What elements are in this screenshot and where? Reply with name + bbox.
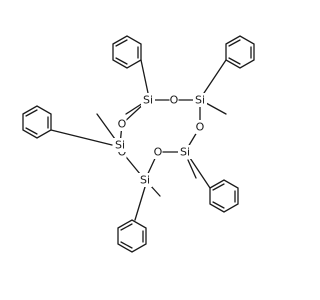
- phenyl-ring-2: [225, 35, 255, 69]
- phenyl-ring-5: [117, 219, 147, 253]
- atom-label-si3: Si: [180, 146, 190, 159]
- bond-si2-phenyl: [203, 59, 227, 94]
- atom-label-o5: O: [118, 118, 127, 131]
- phenyl-ring-1: [112, 35, 142, 69]
- atom-label-o2: O: [196, 121, 205, 134]
- bond-si3-phenyl: [189, 157, 211, 189]
- atom-label-si2: Si: [195, 94, 205, 107]
- atom-label-mask: [193, 93, 207, 107]
- atom-si2: Si: [193, 93, 207, 107]
- atom-label-o1: O: [170, 94, 179, 107]
- atom-label-si5: Si: [115, 139, 125, 152]
- atom-si4: Si: [138, 173, 152, 187]
- atom-label-mask: [195, 120, 205, 134]
- siloxane-ring-bonds: [119, 99, 201, 181]
- atom-label-mask: [141, 93, 155, 107]
- atom-labels: SiOSiOSiOSiOSiO: [113, 93, 207, 187]
- atom-label-mask: [113, 138, 127, 152]
- siloxane-ring-structure: SiOSiOSiOSiOSiO: [22, 35, 255, 253]
- atom-si1: Si: [141, 93, 155, 107]
- atom-o2: O: [195, 120, 205, 134]
- bond-si1-phenyl: [140, 59, 149, 94]
- atom-si5: Si: [113, 138, 127, 152]
- atom-label-o3: O: [154, 146, 163, 159]
- bond-si4-phenyl: [134, 186, 146, 221]
- atom-si3: Si: [178, 145, 192, 159]
- bond-si5-methyl: [96, 113, 116, 140]
- atom-label-si1: Si: [143, 94, 153, 107]
- bond-si1-methyl: [125, 102, 144, 115]
- phenyl-ring-4: [209, 179, 239, 213]
- atom-label-mask: [153, 145, 163, 159]
- bond-si3-methyl: [187, 159, 197, 179]
- bond-si5-phenyl: [50, 129, 113, 146]
- atom-o3: O: [153, 145, 163, 159]
- atom-label-mask: [169, 93, 179, 107]
- bond-si2-methyl: [205, 102, 227, 115]
- atom-o1: O: [169, 93, 179, 107]
- phenyl-ring-3: [22, 105, 52, 139]
- atom-label-si4: Si: [140, 174, 150, 187]
- atom-label-mask: [178, 145, 192, 159]
- atom-label-mask: [117, 117, 127, 131]
- atom-o5: O: [117, 117, 127, 131]
- atom-label-mask: [138, 173, 152, 187]
